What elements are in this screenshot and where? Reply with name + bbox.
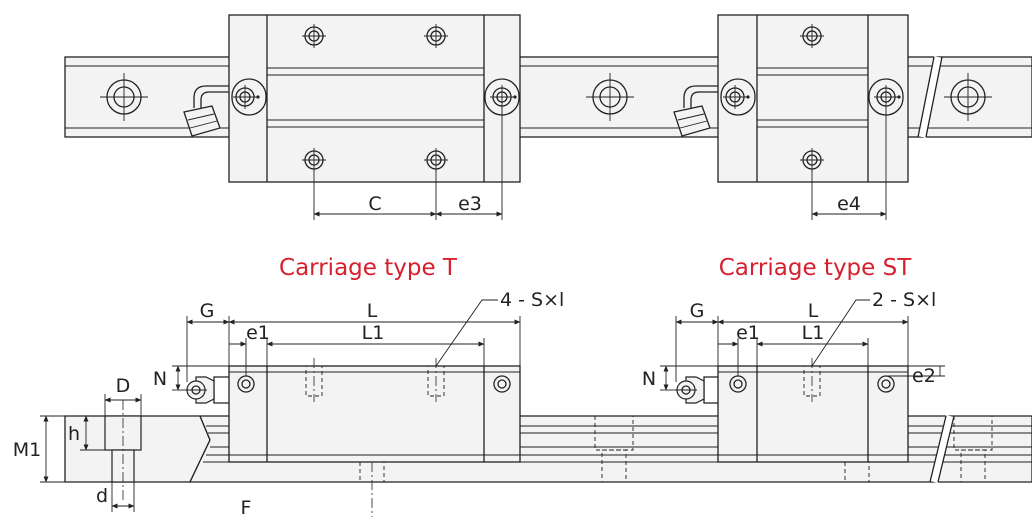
grease-nipple-t-side-icon xyxy=(185,376,229,404)
carriage-st-side-view xyxy=(717,358,909,463)
carriage-st-top-view xyxy=(717,14,909,183)
label-e1-st: e1 xyxy=(736,322,760,344)
label-e2: e2 xyxy=(912,365,936,387)
label-d-upper: D xyxy=(116,375,131,397)
dimension-c-e3 xyxy=(313,107,503,220)
rail-hole-2 xyxy=(586,73,634,121)
dimension-e4 xyxy=(811,107,887,220)
label-l-t: L xyxy=(367,300,378,322)
label-e3: e3 xyxy=(458,193,482,215)
rail-hole-3 xyxy=(944,73,992,121)
label-holes-st: 2 - S×l xyxy=(872,289,936,311)
title-carriage-type-st: Carriage type ST xyxy=(719,255,912,281)
dimensions-carriage-t xyxy=(172,299,521,391)
label-n-st: N xyxy=(642,368,656,390)
label-l1-t: L1 xyxy=(362,322,385,344)
label-h: h xyxy=(68,423,80,445)
rail-hole-1 xyxy=(100,73,148,121)
label-l-st: L xyxy=(808,300,819,322)
label-g-st: G xyxy=(690,300,705,322)
label-e1-t: e1 xyxy=(246,322,270,344)
grease-nipple-t-top-icon xyxy=(183,85,229,137)
top-view: C e3 e4 xyxy=(64,14,1032,220)
label-l1-st: L1 xyxy=(802,322,825,344)
dimensions-rail xyxy=(40,394,373,517)
title-carriage-type-t: Carriage type T xyxy=(279,255,458,281)
label-n-t: N xyxy=(153,368,167,390)
label-e4: e4 xyxy=(837,193,861,215)
label-holes-t: 4 - S×l xyxy=(500,289,564,311)
carriage-t-side-view xyxy=(228,358,521,463)
grease-nipple-st-top-icon xyxy=(673,85,718,137)
side-view: G L e1 L1 N 4 - S×l G L xyxy=(13,289,1032,517)
label-c: C xyxy=(368,193,381,215)
label-m1: M1 xyxy=(13,439,41,461)
carriage-t-top-view xyxy=(228,14,521,183)
label-g-t: G xyxy=(200,300,215,322)
dimensions-carriage-st xyxy=(660,299,945,391)
rail-counterbore-section xyxy=(104,400,142,500)
label-f: F xyxy=(241,497,252,517)
grease-nipple-st-side-icon xyxy=(675,376,718,404)
label-d-lower: d xyxy=(96,485,108,507)
